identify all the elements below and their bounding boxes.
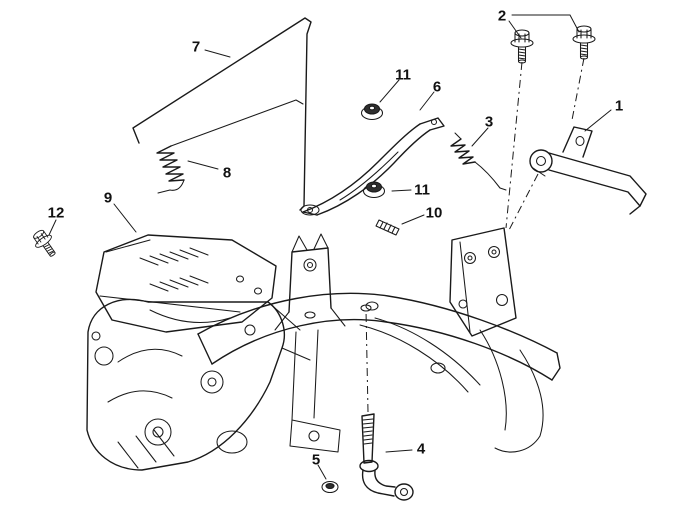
part-nut-11-upper bbox=[360, 103, 384, 121]
callout-6: 6 bbox=[433, 79, 441, 96]
part-bracket-1 bbox=[529, 126, 647, 215]
part-bracket-6 bbox=[300, 117, 445, 216]
main-assembly bbox=[86, 227, 561, 471]
callout-leader-lines bbox=[48, 14, 612, 480]
callout-1: 1 bbox=[615, 98, 623, 115]
part-bolt-4 bbox=[359, 413, 414, 501]
part-spring-8 bbox=[156, 99, 304, 194]
part-nut-5 bbox=[321, 480, 339, 494]
callout-9: 9 bbox=[104, 190, 112, 207]
part-spring-3 bbox=[450, 132, 507, 191]
callout-10: 10 bbox=[426, 205, 443, 222]
part-bolt-2-right bbox=[572, 25, 596, 60]
callout-11-upper: 11 bbox=[395, 67, 411, 84]
part-pin-10 bbox=[375, 219, 400, 236]
callout-5: 5 bbox=[312, 452, 320, 469]
callout-2: 2 bbox=[498, 8, 506, 25]
callout-7: 7 bbox=[192, 39, 200, 56]
part-bolt-2-left bbox=[510, 29, 534, 64]
part-bolt-12 bbox=[29, 226, 62, 262]
callout-11-lower: 11 bbox=[414, 182, 430, 199]
callout-8: 8 bbox=[223, 165, 231, 182]
callout-3: 3 bbox=[485, 114, 493, 131]
part-nut-11-lower bbox=[362, 181, 386, 199]
callout-4: 4 bbox=[417, 441, 426, 458]
callout-12: 12 bbox=[48, 205, 65, 222]
callout-labels: 1 2 3 4 5 6 7 8 9 10 11 11 12 bbox=[48, 8, 624, 469]
part-heat-shield-9 bbox=[95, 234, 277, 333]
